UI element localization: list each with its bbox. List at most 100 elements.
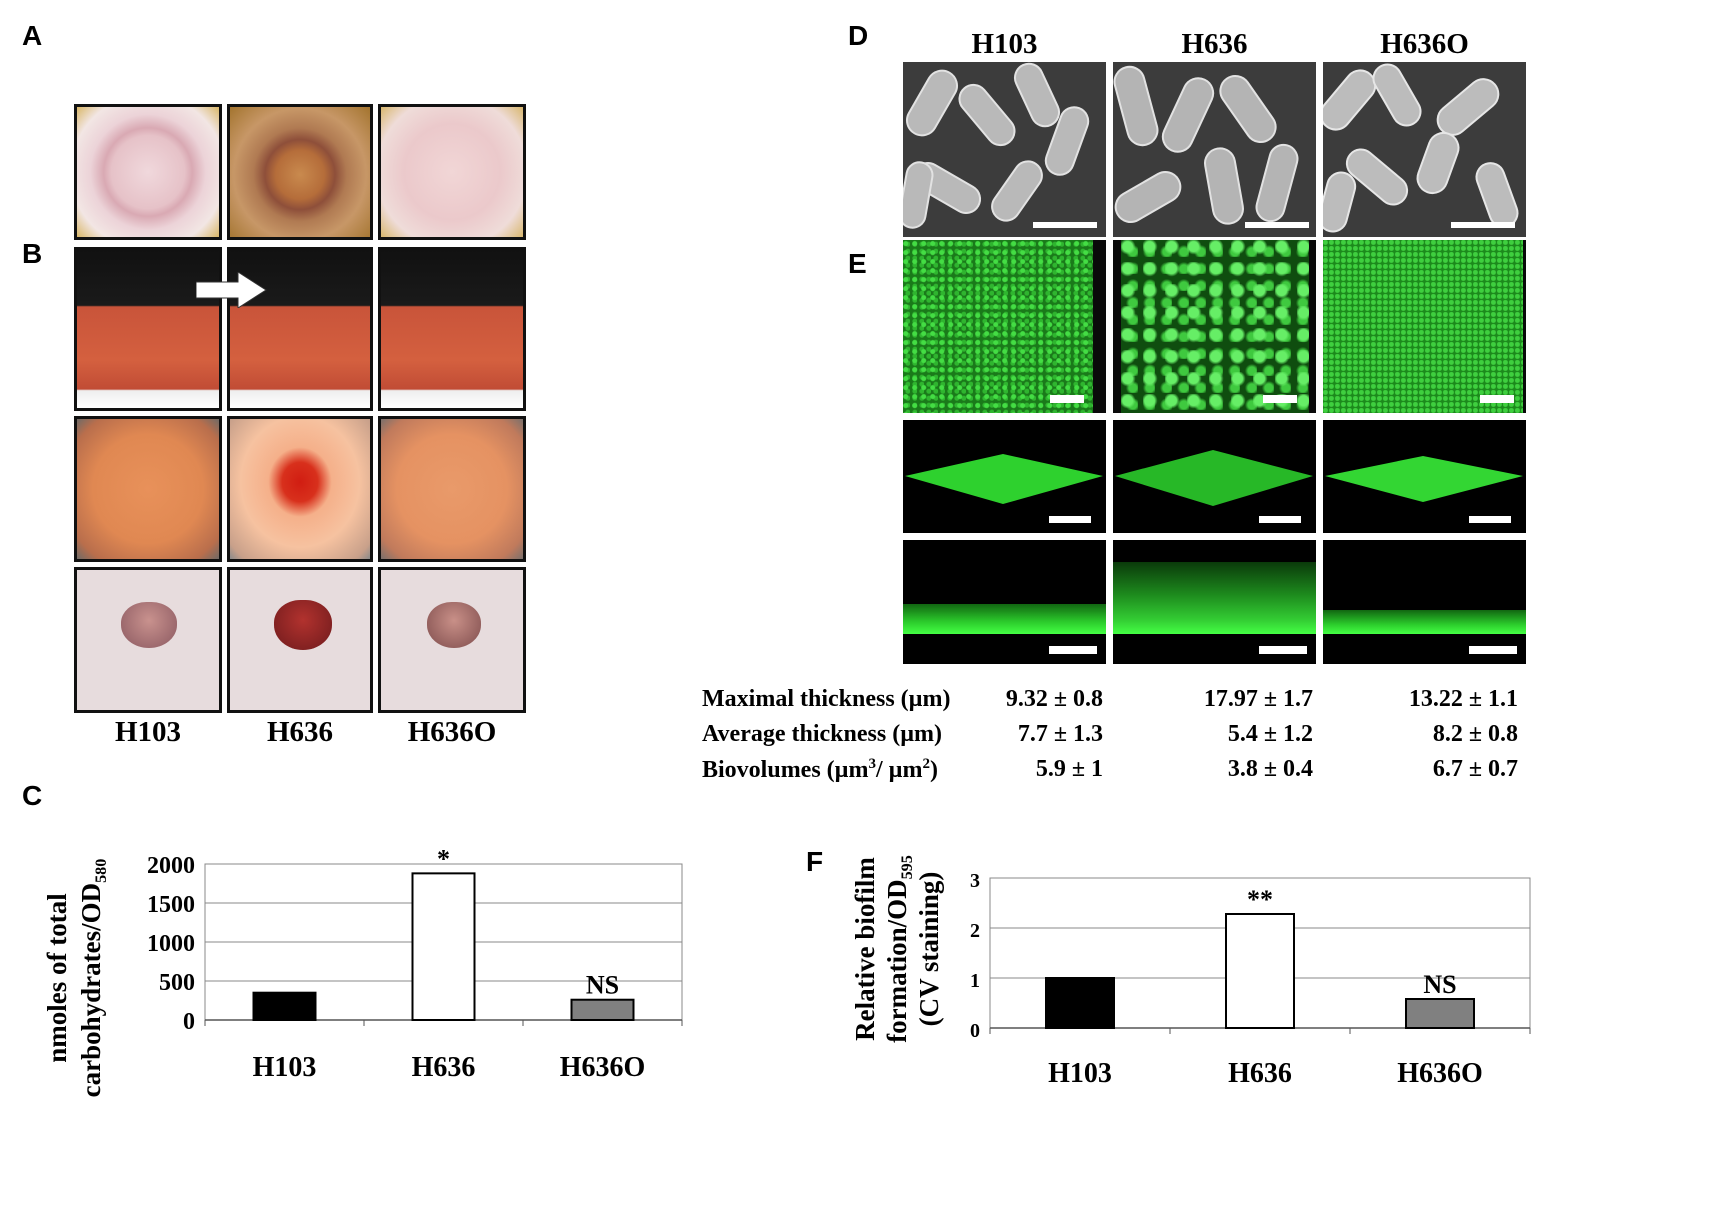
confocal-3d-h636: [1113, 420, 1316, 533]
biofilm-3d-h636: [1115, 450, 1313, 523]
strain-label-h636o: H636O: [407, 716, 497, 748]
biovolume-sup2: 2: [922, 756, 931, 772]
sem-cells-h636: [1113, 65, 1309, 228]
pellet-photo-h636o: [378, 567, 526, 713]
scale-bar: [1259, 646, 1307, 654]
sem-image-h636o: [1323, 62, 1526, 237]
stat-label-max-thickness: Maximal thickness (µm): [702, 686, 951, 712]
bar: [252, 991, 317, 1021]
panel-label-e: E: [848, 248, 867, 279]
bar: [1405, 998, 1475, 1029]
sem-header-h636: H636: [1181, 28, 1248, 60]
colony-photo-h636: [227, 104, 373, 240]
y-axis-label-line2: formation/OD595: [882, 855, 916, 1043]
sem-image-h636: [1113, 62, 1316, 237]
biovolume-end: ): [930, 757, 938, 783]
tube-photo-h103: [74, 247, 222, 411]
aggregate-photo-h103: [74, 416, 222, 562]
confocal-3d-h103: [903, 420, 1106, 533]
stat-value: 7.7 ± 1.3: [1017, 721, 1103, 747]
biofilm-h103: [903, 240, 1093, 413]
confocal-side-h103: [903, 540, 1106, 664]
y-axis-label-text: formation/OD: [882, 879, 912, 1042]
x-category-label: H103: [1048, 1058, 1112, 1089]
pellet-h636o: [427, 602, 481, 648]
biofilm-layer-h636: [1113, 562, 1316, 634]
bar: [411, 872, 476, 1021]
stat-value: 3.8 ± 0.4: [1227, 756, 1313, 782]
pellet-photo-h636: [227, 567, 373, 713]
y-axis-label-line1: Relative biofilm: [850, 857, 880, 1041]
y-tick-label: 500: [159, 970, 195, 996]
strain-label-h636: H636: [266, 716, 334, 748]
biovolume-text: Biovolumes (µm: [702, 757, 869, 783]
y-tick-label: 2000: [147, 853, 195, 879]
y-tick-label: 1000: [147, 931, 195, 957]
colony-photo-h103: [74, 104, 222, 240]
scale-bar: [1049, 646, 1097, 654]
biofilm-3d-h636o: [1325, 456, 1523, 523]
sem-header-h103: H103: [971, 28, 1038, 60]
biovolume-sup: 3: [868, 756, 877, 772]
y-axis-label-line2: carbohydrates/OD580: [76, 859, 110, 1098]
x-category-label: H636: [412, 1052, 476, 1083]
stat-value: 9.32 ± 0.8: [1005, 686, 1103, 712]
aggregate-photo-h636: [227, 416, 373, 562]
colony-photo-h636o: [378, 104, 526, 240]
sem-cells-h103: [903, 62, 1097, 229]
panel-label-a: A: [22, 20, 43, 51]
stat-label-biovolumes: Biovolumes (µm3/ µm2): [702, 756, 938, 784]
y-axis-label-text: carbohydrates/OD: [76, 883, 106, 1097]
x-category-label: H636O: [560, 1052, 646, 1083]
sem-header-h636o: H636O: [1380, 28, 1469, 60]
bar-annotation: NS: [1423, 970, 1456, 999]
pellet-h636: [274, 600, 332, 650]
y-tick-label: 1: [970, 970, 980, 992]
panel-label-b: B: [22, 238, 43, 269]
y-tick-label: 1500: [147, 892, 195, 918]
bar: [570, 998, 635, 1022]
confocal-3d-h636o: [1323, 420, 1526, 533]
biofilm-layer-h103: [903, 604, 1106, 634]
confocal-top-h636o: [1323, 240, 1526, 413]
biofilm-h636: [1121, 240, 1309, 413]
biovolume-tail: / µm: [876, 757, 923, 783]
scale-bar: [1469, 646, 1517, 654]
bar-annotation: **: [1247, 885, 1273, 914]
stat-value: 13.22 ± 1.1: [1408, 686, 1518, 712]
panel-label-f: F: [806, 846, 824, 877]
stat-value: 17.97 ± 1.7: [1203, 686, 1313, 712]
x-category-label: H103: [253, 1052, 317, 1083]
x-category-label: H636: [1228, 1058, 1292, 1089]
bar: [1225, 913, 1295, 1029]
panel-label-c: C: [22, 780, 43, 811]
biofilm-layer-h636o: [1323, 610, 1526, 634]
y-tick-label: 3: [970, 870, 980, 892]
panel-label-d: D: [848, 20, 869, 51]
strain-label-h103: H103: [114, 716, 182, 748]
stat-value: 5.9 ± 1: [1035, 756, 1103, 782]
arrow-icon: [196, 272, 267, 308]
pellet-photo-h103: [74, 567, 222, 713]
biofilm-3d-h103: [905, 454, 1103, 523]
stat-value: 6.7 ± 0.7: [1432, 756, 1518, 782]
y-tick-label: 0: [183, 1009, 195, 1035]
x-category-label: H636O: [1397, 1058, 1483, 1089]
y-axis-label-subscript: 595: [898, 855, 916, 879]
y-axis-label-line3: (CV staining): [914, 872, 944, 1027]
bar-annotation: *: [437, 844, 450, 873]
confocal-top-h103: [903, 240, 1106, 413]
scale-bar: [1263, 395, 1297, 403]
confocal-top-h636: [1113, 240, 1316, 413]
stat-value: 5.4 ± 1.2: [1227, 721, 1313, 747]
scale-bar: [1050, 395, 1084, 403]
y-tick-label: 2: [970, 920, 980, 942]
y-axis-label-line1: nmoles of total: [42, 893, 72, 1063]
stat-value: 8.2 ± 0.8: [1432, 721, 1518, 747]
tube-photo-h636o: [378, 247, 526, 411]
bar: [1045, 977, 1115, 1029]
bar-annotation: NS: [586, 971, 619, 1000]
confocal-side-h636: [1113, 540, 1316, 664]
